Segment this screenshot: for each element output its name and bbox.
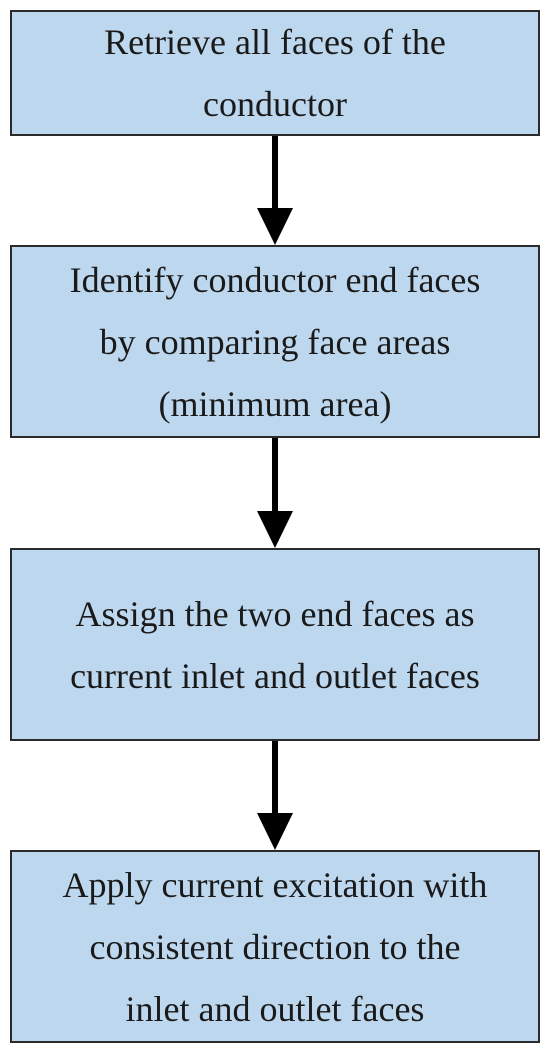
down-arrow-icon (255, 136, 295, 245)
step-text-line: Apply current excitation with (62, 864, 488, 905)
step-text-line: Retrieve all faces of the (104, 22, 446, 62)
step-retrieve-faces: Retrieve all faces of the conductor (10, 10, 540, 136)
step-text-line: conductor (203, 84, 347, 124)
down-arrow-icon (255, 741, 295, 850)
step-text-line: (minimum area) (158, 383, 392, 424)
step-text-line: inlet and outlet faces (125, 988, 425, 1029)
step-identify-end-faces: Identify conductor end faces by comparin… (10, 245, 540, 438)
step-text-line: current inlet and outlet faces (70, 655, 480, 696)
step-assign-inlet-outlet: Assign the two end faces as current inle… (10, 548, 540, 741)
down-arrow-icon (255, 438, 295, 548)
step-apply-current-excitation: Apply current excitation with consistent… (10, 850, 540, 1043)
step-text-line: Identify conductor end faces (69, 259, 481, 300)
step-text-line: consistent direction to the (89, 926, 461, 967)
step-text-line: by comparing face areas (99, 321, 451, 362)
step-text-line: Assign the two end faces as (75, 593, 475, 634)
